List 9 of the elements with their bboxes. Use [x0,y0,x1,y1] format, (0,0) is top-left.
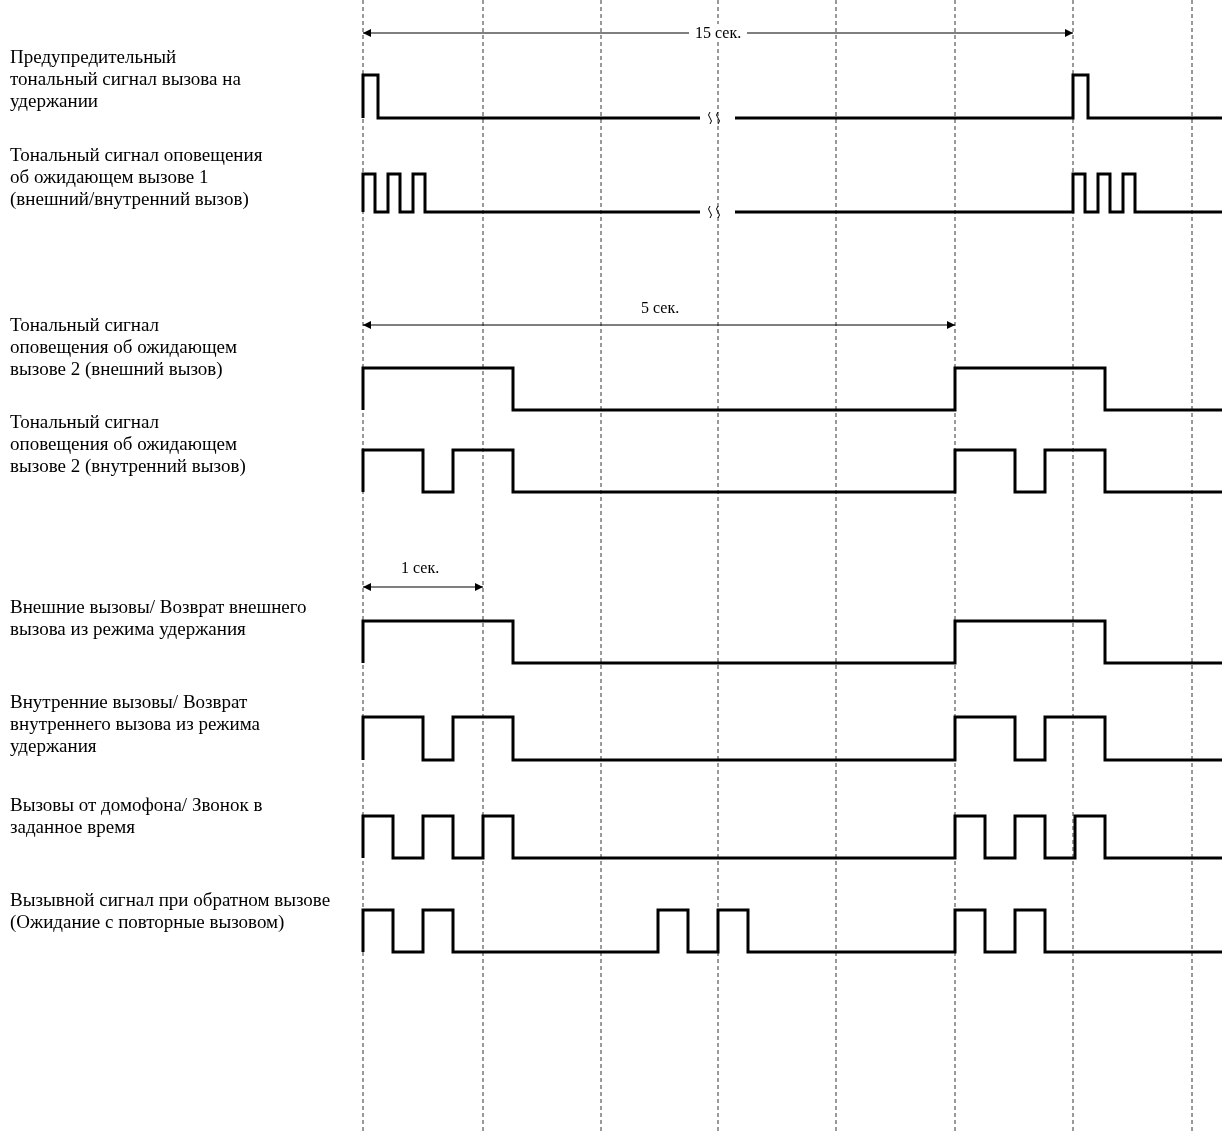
signal-name: Тональный сигнал оповещения об ожидающем вызове 1 (внешний/внутренний вызов) [10,144,264,210]
signal-name: Тональный сигнал оповещения об ожидающем вызове 2 (внешний вызов) [10,314,238,380]
signal-name: Внутренние вызовы/ Возврат внутреннего вызова из режима удержания [10,691,261,757]
signal-name: Тональный сигнал оповещения об ожидающем вызове 2 (внутренний вызов) [10,411,247,477]
signal-name: Внешние вызовы/ Возврат внешнего вызова из режима удержания [10,596,308,640]
signal-name: Предупредительный тональный сигнал вызова на удержании [10,46,242,112]
signal-name: Вызовы от домофона/ Звонок в заданное время [10,794,264,838]
duration-label: 15 сек. [689,24,748,42]
signal-name: Вызывной сигнал при обратном вызове (Ожидание с повторные вызовом) [10,889,332,933]
